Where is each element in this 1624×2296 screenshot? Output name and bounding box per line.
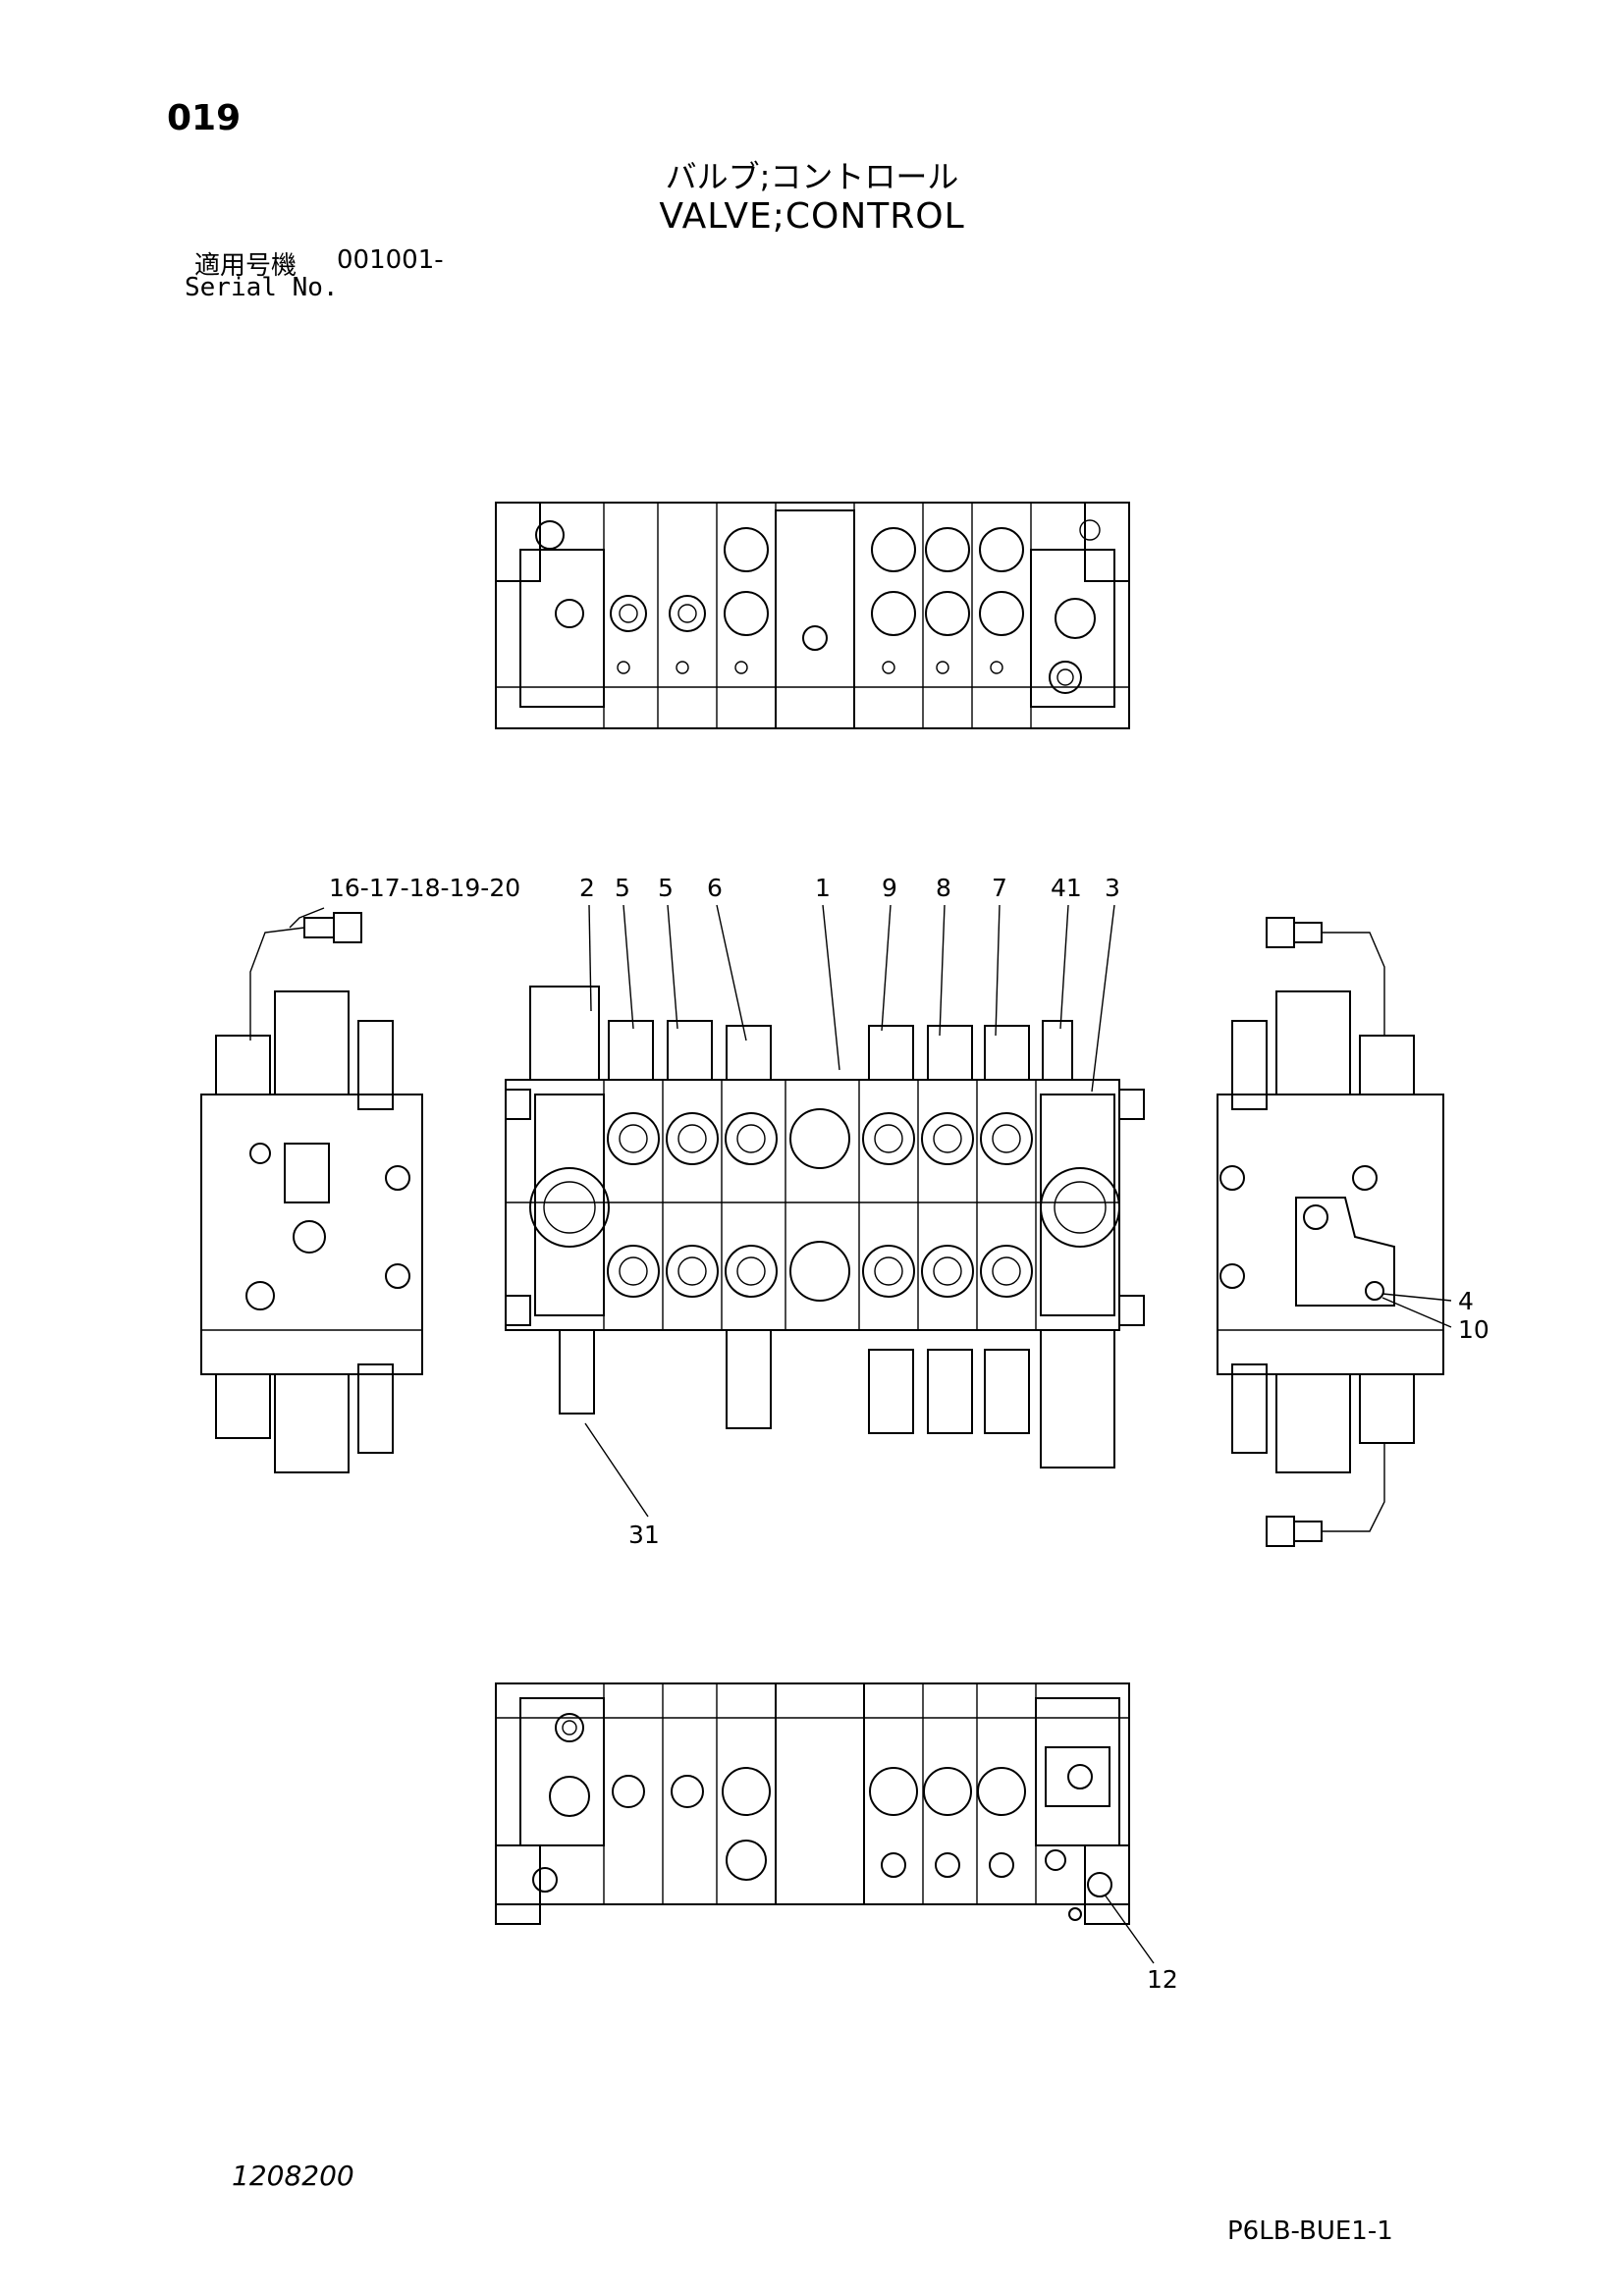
callout-8: 8 (936, 874, 951, 902)
title-english: VALVE;CONTROL (659, 196, 965, 237)
serial-number-value: 001001- (337, 245, 444, 275)
bottom-view (495, 1682, 1155, 1964)
callout-7: 7 (992, 874, 1007, 902)
callout-41: 41 (1051, 874, 1082, 902)
callout-labels: 16-17-18-19-20 2 5 5 6 1 9 8 7 41 3 4 10… (329, 874, 1489, 1994)
callout-6: 6 (707, 874, 723, 902)
callout-31: 31 (628, 1521, 660, 1549)
callout-1: 1 (815, 874, 831, 902)
right-side-view (1217, 917, 1452, 1547)
callout-2: 2 (579, 874, 595, 902)
callout-5b: 5 (658, 874, 674, 902)
figure-code: P6LB-BUE1-1 (1227, 2216, 1393, 2246)
callout-9: 9 (882, 874, 897, 902)
callout-10: 10 (1458, 1315, 1489, 1344)
left-side-view (200, 912, 423, 1473)
serial-label-japanese: 適用号機 (194, 251, 298, 281)
callout-5a: 5 (615, 874, 630, 902)
page-number: 019 (167, 98, 242, 138)
serial-label-english: Serial No. (185, 273, 339, 302)
callout-4: 4 (1458, 1287, 1474, 1315)
front-view (289, 904, 1145, 1518)
callout-3: 3 (1105, 874, 1120, 902)
top-view (495, 502, 1130, 729)
title-japanese: バルブ;コントロール (665, 158, 959, 195)
callout-16-20: 16-17-18-19-20 (329, 874, 520, 902)
callout-12: 12 (1147, 1965, 1178, 1994)
document-number: 1208200 (232, 2160, 354, 2192)
